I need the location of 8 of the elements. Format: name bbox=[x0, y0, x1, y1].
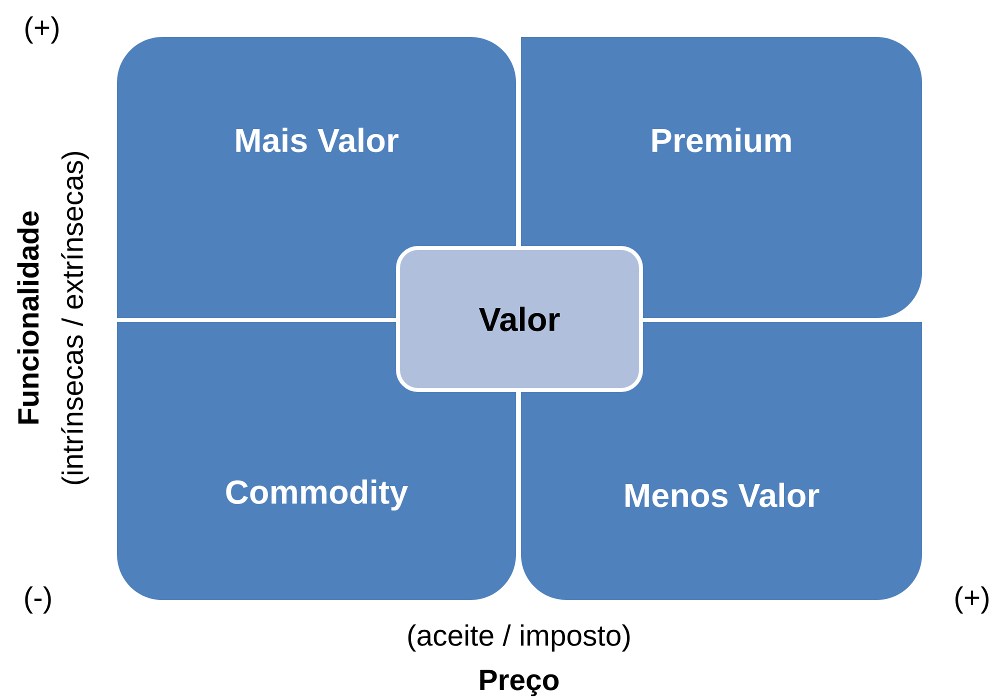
sign-label: (+) bbox=[956, 586, 989, 614]
axis-title: Funcionalidade bbox=[17, 211, 39, 424]
sign-label: (-) bbox=[25, 586, 51, 614]
sign-label: (+) bbox=[25, 16, 58, 44]
center-box: Valor bbox=[396, 246, 643, 392]
axis-label: (intrínsecas / extrínsecas) bbox=[61, 152, 89, 484]
axis-label: (aceite / imposto) bbox=[408, 624, 630, 652]
axis-title: Preço bbox=[480, 670, 559, 696]
